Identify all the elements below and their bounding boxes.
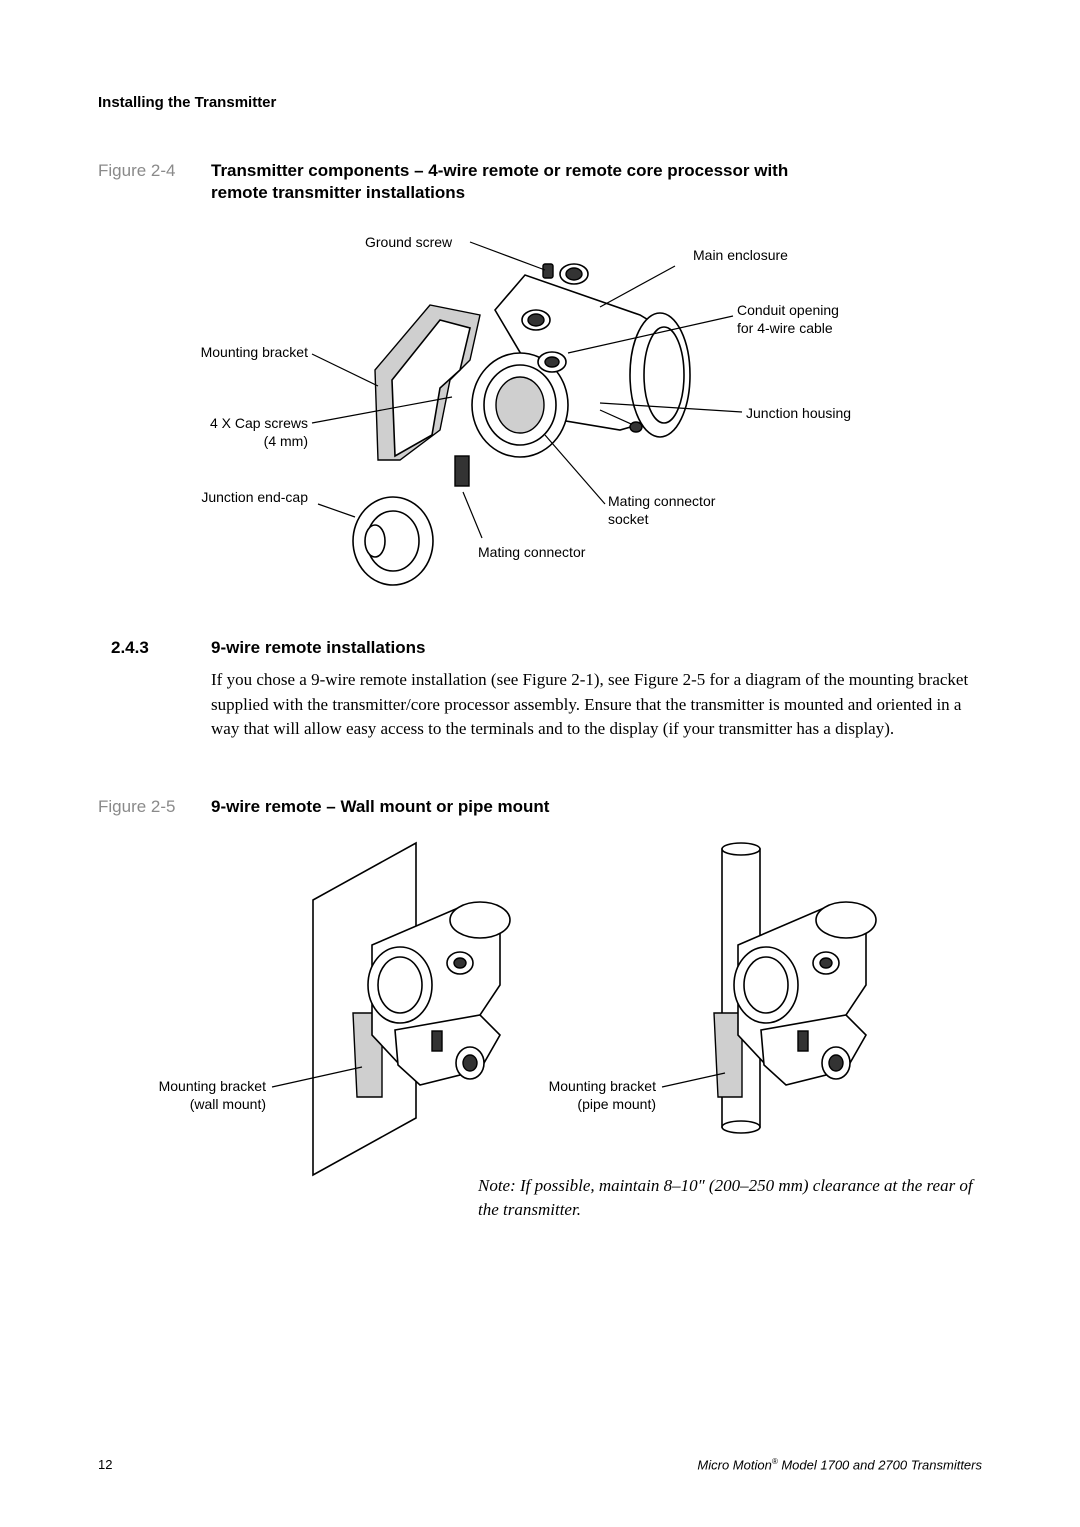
callout-pipe-line-1: Mounting bracket (548, 1078, 656, 1094)
callout-mating-connector-socket-line-1: Mating connector (608, 493, 716, 509)
callout-cap-screws-line-2: (4 mm) (263, 433, 308, 449)
callout-pipe-line-2: (pipe mount) (577, 1096, 656, 1112)
figure-2-4-title: Transmitter components – 4-wire remote o… (211, 160, 788, 204)
callout-mating-connector: Mating connector (478, 544, 586, 560)
callout-conduit-opening-line-2: for 4-wire cable (737, 320, 833, 336)
running-header: Installing the Transmitter (98, 94, 277, 111)
section-number: 2.4.3 (111, 638, 149, 657)
section-title: 9-wire remote installations (211, 638, 426, 657)
callout-main-enclosure: Main enclosure (693, 247, 788, 263)
clearance-note: Note: If possible, maintain 8–10″ (200–2… (478, 1176, 973, 1219)
callout-conduit-opening: Conduit opening for 4-wire cable (737, 301, 839, 337)
wall-mount-transmitter-shape (352, 901, 511, 1098)
wall-panel-shape (312, 841, 417, 1177)
mating-connector-shape (454, 455, 470, 487)
footer-model: Model 1700 and 2700 Transmitters (777, 1457, 982, 1473)
page-number: 12 (98, 1457, 113, 1472)
footer-brand: Micro Motion (697, 1457, 772, 1473)
callout-mounting-bracket-pipe: Mounting bracket (pipe mount) (549, 1077, 656, 1113)
registered-mark: ® (771, 1457, 778, 1466)
figure-2-4-number: Figure 2-4 (98, 160, 175, 182)
callout-ground-screw: Ground screw (365, 234, 453, 250)
figure-2-5-title: 9-wire remote – Wall mount or pipe mount (211, 797, 550, 816)
section-body-paragraph: If you chose a 9-wire remote installatio… (211, 670, 969, 738)
callout-mating-connector-socket-line-2: socket (608, 511, 649, 527)
figure-title-line-2: remote transmitter installations (211, 183, 466, 202)
figure-number: Figure 2-5 (98, 797, 176, 816)
figure-number: Figure 2-4 (98, 161, 176, 180)
callout-conduit-opening-line-1: Conduit opening (737, 302, 839, 318)
callout-wall-line-1: Mounting bracket (158, 1078, 266, 1094)
callout-mounting-bracket: Mounting bracket (200, 344, 308, 360)
callout-junction-end-cap: Junction end-cap (201, 489, 308, 505)
callout-cap-screws-line-1: 4 X Cap screws (209, 415, 308, 431)
footer-doc-title: Micro Motion® Model 1700 and 2700 Transm… (697, 1457, 982, 1472)
callout-cap-screws: 4 X Cap screws (4 mm) (210, 414, 308, 450)
junction-end-cap-shape (352, 496, 434, 586)
figure-2-5-number: Figure 2-5 (98, 796, 175, 818)
callout-mating-connector-socket: Mating connector socket (608, 492, 715, 528)
figure-title-line-1: Transmitter components – 4-wire remote o… (211, 161, 789, 180)
transmitter-components-diagram (311, 241, 743, 586)
callout-junction-housing: Junction housing (746, 405, 852, 421)
ground-screw-shape (542, 263, 554, 279)
wall-and-pipe-mount-diagram (271, 841, 877, 1177)
section-heading: 2.4.3 9-wire remote installations (111, 638, 426, 658)
callout-wall-line-2: (wall mount) (189, 1096, 266, 1112)
pipe-mount-transmitter-shape (713, 901, 877, 1098)
callout-mounting-bracket-wall: Mounting bracket (wall mount) (159, 1077, 266, 1113)
